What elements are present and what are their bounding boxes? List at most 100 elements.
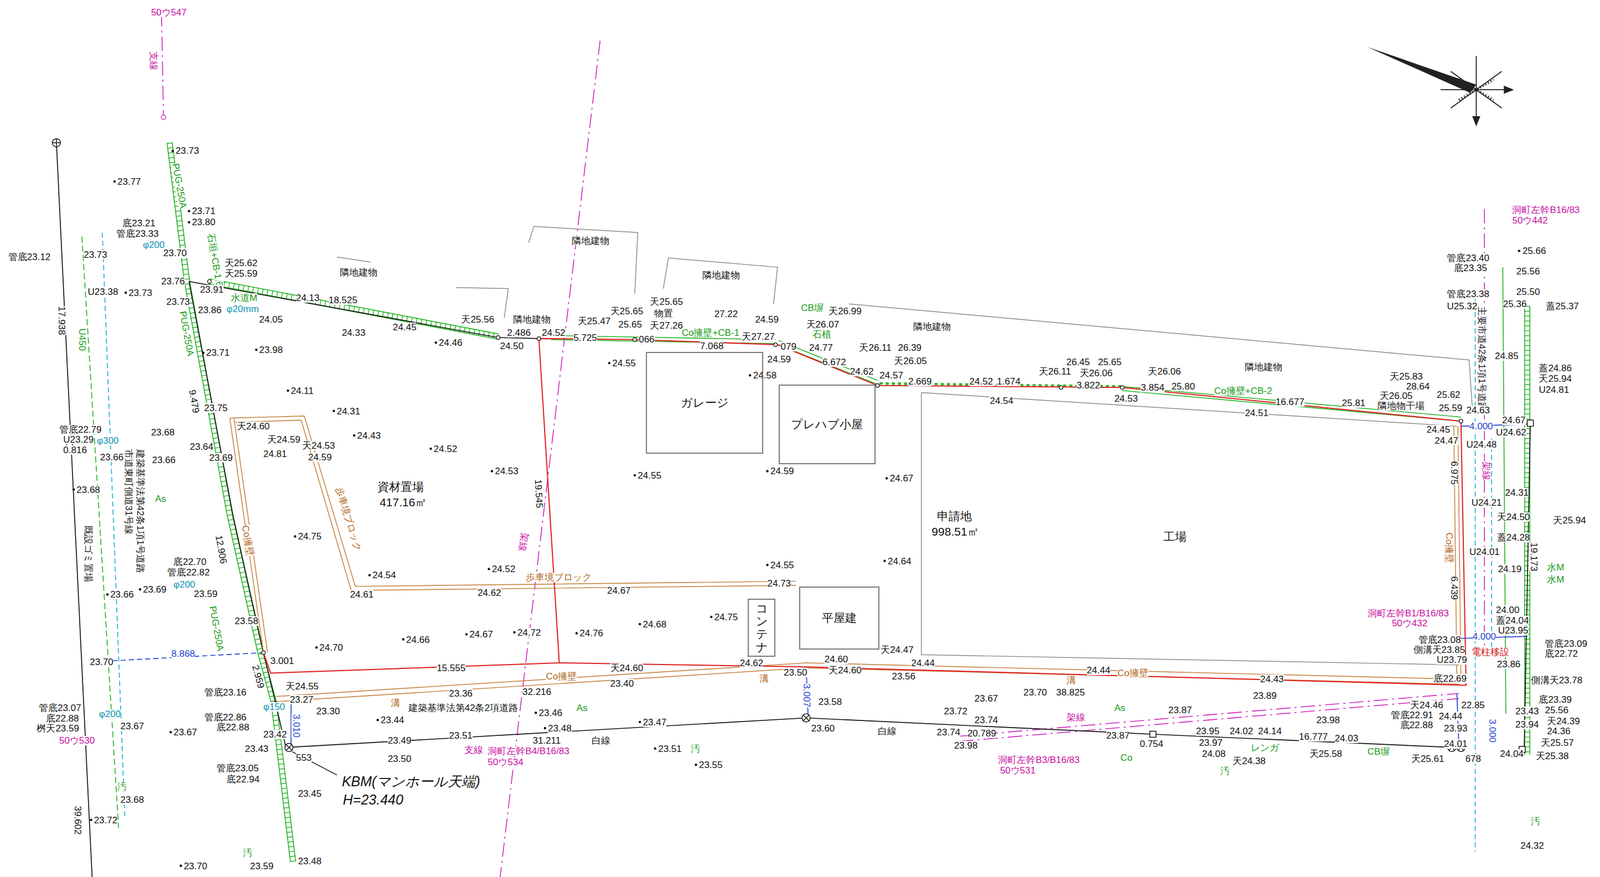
survey-label: 31.211: [532, 736, 561, 746]
facility-label: 石垣+CB-1.6: [205, 232, 225, 288]
utility-label: 50ウ442: [1512, 215, 1548, 226]
survey-label: 蓋24.86: [1538, 363, 1572, 374]
spot-height: 24.70: [319, 643, 344, 653]
survey-label: 24.60: [824, 654, 849, 665]
survey-label: 23.91: [199, 285, 224, 295]
facility-label: レンガ: [1250, 743, 1280, 753]
spot-height: 23.51: [658, 744, 682, 754]
spot-height: 23.72: [94, 815, 118, 826]
spot-point: [885, 477, 888, 480]
facility-label: 水M: [1546, 562, 1565, 573]
survey-label: U23.79: [1436, 655, 1468, 665]
survey-label: 23.40: [610, 679, 635, 689]
wall-line: [551, 267, 1506, 714]
survey-label: 天24.53: [302, 441, 336, 451]
spot-point: [633, 474, 636, 477]
pipe-ladder: [169, 142, 1528, 862]
survey-label: 23.74: [936, 727, 961, 738]
survey-label: 23.89: [1252, 691, 1277, 701]
survey-label: 管底23.09: [1544, 639, 1588, 649]
survey-label: 23.51: [448, 731, 473, 741]
survey-label: 側溝天23.85: [1413, 645, 1466, 655]
survey-label: 18.525: [328, 295, 358, 305]
building-outline: コンテナ: [747, 598, 776, 657]
spot-point: [575, 632, 578, 635]
spot-point: [171, 149, 174, 153]
spot-point: [513, 630, 516, 634]
survey-label: 23.49: [387, 736, 412, 746]
facility-label: 汚: [690, 744, 701, 754]
spot-height: 24.11: [290, 386, 314, 396]
survey-label: 23.66: [100, 452, 124, 463]
facility-label: 水道M: [230, 293, 258, 303]
spot-height: 23.69: [142, 584, 167, 595]
area-label: 資材置場: [377, 480, 424, 493]
overhead-line: [161, 12, 1485, 877]
survey-label: 17.938: [56, 306, 66, 335]
spot-point: [113, 180, 116, 183]
survey-label: 678: [1465, 754, 1482, 764]
pipe-ladder: [169, 142, 1528, 862]
survey-label: 5.725: [573, 333, 598, 343]
spot-point: [293, 535, 297, 538]
survey-label: 23.36: [448, 689, 473, 699]
spot-height: 24.58: [753, 370, 778, 381]
survey-label: 天24.60: [828, 665, 862, 676]
spot-height: 24.55: [770, 560, 795, 571]
survey-label: 白線: [591, 736, 611, 746]
facility-label: 水M: [1546, 575, 1565, 585]
survey-label: 23.45: [297, 789, 322, 799]
survey-label: 隣地物干場: [1377, 401, 1425, 411]
survey-label: 市道東町側道31号線: [123, 448, 134, 535]
survey-label: 管底22.86: [204, 712, 247, 723]
survey-label: 24.59: [754, 314, 779, 325]
spot-point: [315, 646, 318, 649]
spot-height: 24.75: [297, 531, 322, 542]
survey-label: 天25.65: [649, 297, 683, 307]
survey-label: U24.21: [1471, 498, 1503, 508]
survey-label: 2.669: [908, 376, 932, 387]
survey-label: 7.068: [700, 341, 724, 351]
survey-label: 管底22.91: [1390, 710, 1434, 721]
survey-label: 23.67: [120, 721, 145, 732]
spot-point: [765, 469, 769, 473]
survey-label: 天26.06: [1147, 366, 1182, 377]
survey-label: 25.65: [1098, 357, 1122, 367]
survey-label: 25.50: [1516, 287, 1541, 297]
dimension-line: [291, 424, 1528, 748]
survey-label: 16.777: [1298, 732, 1328, 742]
survey-label: 24.81: [263, 449, 288, 459]
spot-point: [490, 469, 494, 473]
spot-height: 24.46: [438, 338, 463, 348]
survey-label: 24.31: [1505, 488, 1530, 498]
survey-label: 23.98: [954, 741, 978, 751]
pipe-size: φ200: [99, 709, 121, 719]
survey-label: 12.906: [213, 534, 229, 565]
survey-label: 天25.56: [461, 314, 495, 325]
survey-label: 天26.07: [806, 319, 840, 330]
spot-height: 24.53: [494, 466, 519, 476]
survey-label: 24.14: [1257, 726, 1282, 737]
survey-label: 24.02: [1229, 726, 1254, 737]
survey-label: 23.27: [290, 695, 314, 705]
facility-label: CB塀: [800, 303, 824, 313]
spot-point: [255, 348, 258, 351]
dimension-label: 4.000: [1472, 632, 1497, 642]
survey-label: 23.97: [1198, 738, 1223, 748]
pole-point: [159, 9, 167, 120]
survey-label: 27.22: [714, 309, 739, 319]
survey-label: 24.36: [1546, 726, 1571, 737]
spot-point: [883, 559, 886, 562]
spot-height: 23.48: [547, 723, 572, 734]
survey-label: 23.94: [1515, 720, 1540, 730]
spot-point: [368, 573, 371, 577]
survey-label: 066: [638, 334, 655, 345]
survey-label: 23.76: [161, 276, 185, 287]
spot-height: 23.71: [205, 348, 230, 358]
survey-label: 24.62: [477, 588, 502, 598]
building-outline: 平屋建: [799, 586, 880, 650]
survey-label: 25.56: [1516, 266, 1541, 277]
spot-point: [179, 865, 183, 868]
survey-label: 蓋24.04: [1495, 615, 1530, 626]
spot-point: [124, 291, 127, 294]
